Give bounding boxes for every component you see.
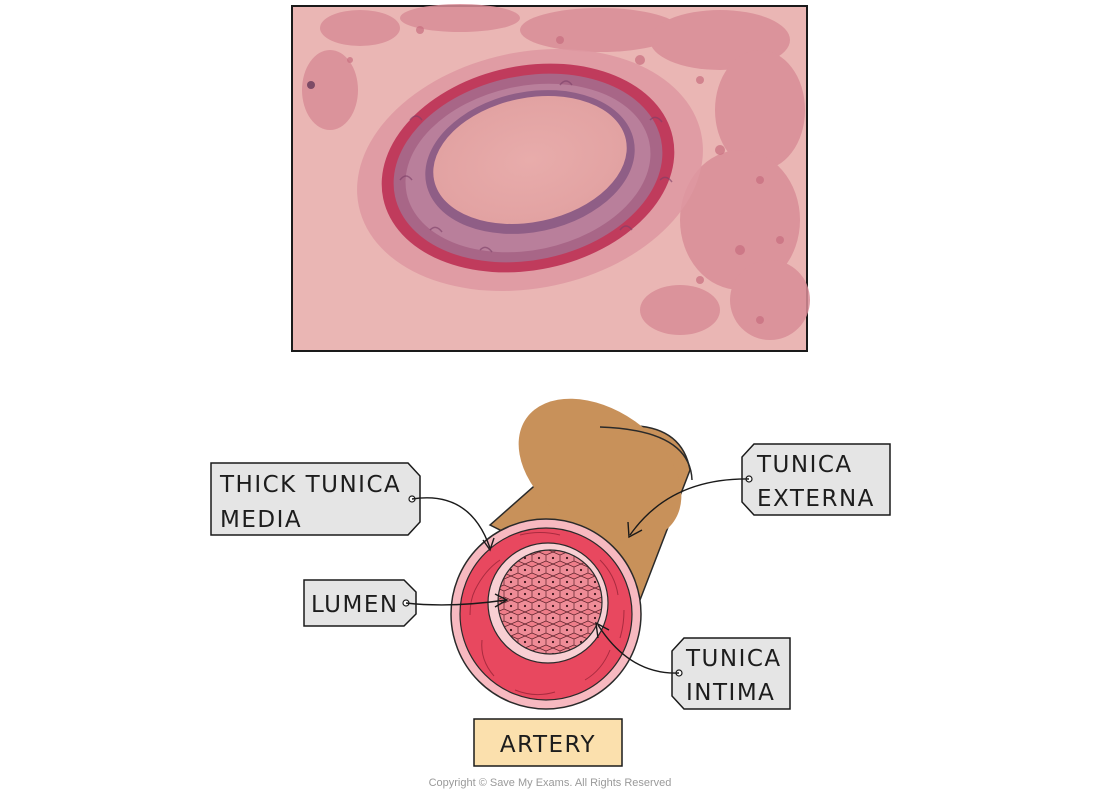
label-tunica-externa: TUNICA EXTERNA bbox=[741, 443, 891, 516]
caption-box: ARTERY bbox=[473, 718, 623, 767]
label-tunica-externa-line1: TUNICA bbox=[756, 452, 853, 478]
label-thick-tunica-media-line2: MEDIA bbox=[220, 507, 302, 533]
artery-illustration bbox=[450, 398, 693, 710]
arrow-tunica-externa bbox=[629, 478, 750, 536]
micrograph bbox=[291, 4, 810, 352]
copyright-notice: Copyright © Save My Exams. All Rights Re… bbox=[429, 777, 672, 789]
arrowhead-lumen bbox=[494, 593, 509, 608]
arrowhead-tunica-media bbox=[482, 537, 495, 552]
arrow-tunica-intima bbox=[597, 624, 680, 674]
label-thick-tunica-media-line1: THICK TUNICA bbox=[219, 472, 401, 498]
label-tunica-externa-line2: EXTERNA bbox=[757, 486, 875, 512]
label-lumen-text: LUMEN bbox=[311, 592, 399, 618]
label-thick-tunica-media: THICK TUNICA MEDIA bbox=[210, 462, 421, 536]
arrowhead-tunica-externa bbox=[627, 521, 643, 539]
arrow-lumen bbox=[405, 599, 507, 606]
arrow-tunica-media bbox=[411, 497, 491, 549]
micrograph-dot bbox=[307, 81, 315, 89]
label-tunica-intima: TUNICA INTIMA bbox=[671, 637, 791, 710]
label-lumen: LUMEN bbox=[303, 579, 417, 627]
caption-artery: ARTERY bbox=[500, 732, 596, 758]
label-tunica-intima-line2: INTIMA bbox=[686, 680, 775, 706]
label-tunica-intima-line1: TUNICA bbox=[685, 646, 782, 672]
arrowhead-tunica-intima bbox=[595, 621, 610, 639]
leader-arrows bbox=[405, 478, 750, 674]
lumen bbox=[497, 549, 603, 655]
